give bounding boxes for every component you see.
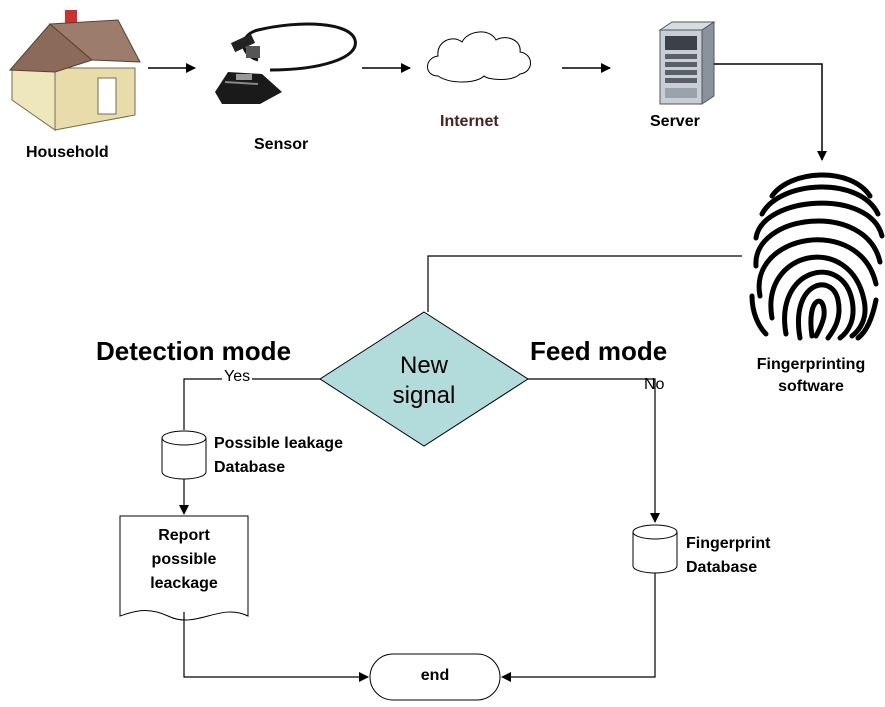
no-branch-line [528, 378, 660, 523]
cloud-icon [427, 31, 531, 83]
report-label-line2: possible [151, 551, 217, 568]
server-label: Server [650, 113, 700, 130]
fingerprinting-software-label: Fingerprinting software [756, 354, 866, 398]
connector-fingerprinting-to-decision [427, 255, 742, 312]
fingerprinting-label-line1: Fingerprinting [756, 356, 866, 373]
fingerprint-database-label-line1: Fingerprint [686, 535, 771, 552]
arrow-server-to-fingerprinting [714, 63, 827, 161]
fingerprint-database-icon [632, 524, 678, 574]
yes-label: Yes [222, 368, 253, 386]
decision-label: New signal [374, 351, 474, 411]
leakage-database-label-line2: Database [214, 459, 286, 476]
yes-branch-line [183, 378, 320, 430]
end-terminator [369, 653, 501, 701]
report-document-shape [119, 515, 249, 621]
report-label: Report possible leackage [128, 524, 240, 596]
detection-mode-label: Detection mode [96, 336, 292, 366]
fingerprint-database-label-line2: Database [686, 559, 758, 576]
feed-mode-label: Feed mode [530, 336, 668, 366]
internet-label: Internet [440, 113, 499, 130]
report-label-line1: Report [158, 527, 210, 544]
leakage-database-icon [161, 430, 207, 480]
sensor-label: Sensor [254, 136, 309, 153]
decision-diamond [319, 311, 529, 447]
end-label: end [420, 667, 450, 684]
leakage-database-label-line1: Possible leakage [214, 435, 343, 452]
fingerprint-database-label: Fingerprint Database [686, 532, 770, 580]
arrow-fingerprint-db-to-end [501, 573, 656, 682]
fingerprinting-label-line2: software [778, 378, 844, 395]
house-icon [8, 10, 141, 131]
report-label-line3: leackage [150, 575, 218, 592]
decision-label-line1: New [399, 352, 448, 379]
sensor-icon [215, 22, 357, 104]
decision-label-line2: signal [392, 382, 456, 409]
household-label: Household [26, 144, 109, 161]
arrow-report-to-end [183, 612, 369, 682]
no-label: No [644, 376, 665, 393]
fingerprint-icon [749, 172, 885, 341]
leakage-database-label: Possible leakage Database [214, 432, 343, 480]
server-icon [658, 21, 716, 105]
